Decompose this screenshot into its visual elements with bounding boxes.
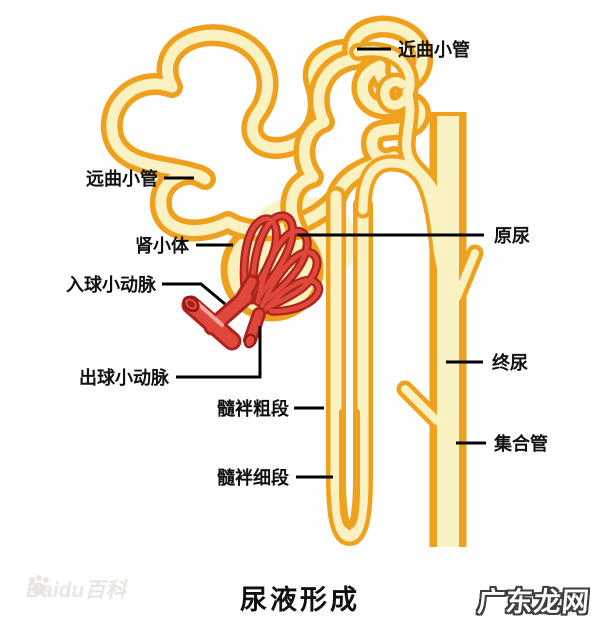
label-distal-tubule: 远曲小管: [86, 168, 158, 189]
efferent-open-end: [243, 333, 257, 349]
label-loop-thin: 髓袢细段: [217, 467, 290, 488]
label-collecting-duct: 集合管: [493, 433, 548, 454]
label-primary-urine: 原尿: [494, 226, 530, 246]
glomerulus: [239, 211, 324, 316]
site-watermark: 广东龙网: [476, 587, 592, 617]
leader-afferent-arteriole: [162, 282, 226, 306]
label-afferent-arteriole: 入球小动脉: [66, 274, 157, 295]
baidu-watermark-text: Baidu百科: [26, 579, 127, 602]
efferent-arteriole-shape: [243, 307, 266, 349]
baidu-watermark: Baidu百科: [26, 574, 126, 604]
label-loop-thick: 髓袢粗段: [217, 398, 290, 419]
label-renal-corpuscle: 肾小体: [135, 235, 190, 256]
baidu-paw-icon: [29, 575, 49, 595]
label-final-urine: 终尿: [492, 352, 528, 373]
diagram-title: 尿液形成: [240, 585, 360, 615]
loop-of-henle-shape: [326, 186, 373, 546]
loop-thin-segment-shape: [339, 409, 360, 529]
duct-branch-upper-channel: [453, 249, 479, 301]
leader-efferent-arteriole: [176, 326, 262, 379]
label-proximal-tubule: 近曲小管: [398, 39, 470, 60]
ascending-limb-channel: [358, 158, 446, 271]
afferent-arteriole-shape: [181, 274, 260, 351]
label-efferent-arteriole: 出球小动脉: [79, 367, 170, 388]
afferent-lumen: [187, 300, 195, 308]
duct-branch-lower-channel: [401, 385, 441, 425]
proximal-tubule-shape: [280, 15, 434, 240]
